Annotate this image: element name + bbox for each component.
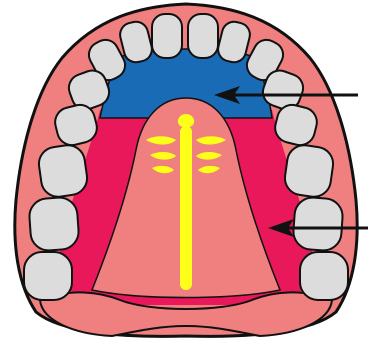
median-palatine-raphe xyxy=(180,126,192,290)
tooth xyxy=(300,252,348,300)
tooth xyxy=(24,252,72,300)
tooth xyxy=(283,143,336,199)
tooth xyxy=(152,14,182,58)
tooth xyxy=(37,143,90,199)
tooth xyxy=(28,196,80,251)
tooth xyxy=(188,14,218,58)
tooth xyxy=(292,196,344,251)
